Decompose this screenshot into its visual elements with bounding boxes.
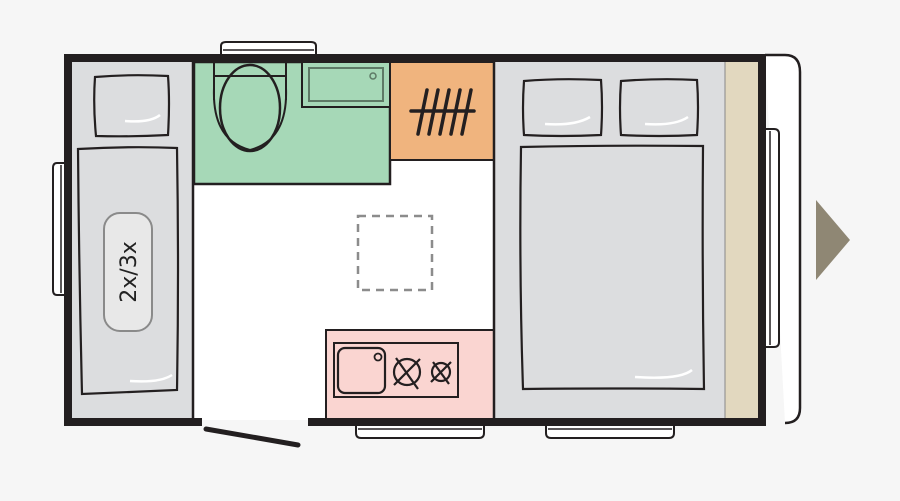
berth-count-badge: 2x/3x (103, 212, 153, 332)
direction-arrow-icon (816, 200, 850, 280)
pillow-icon (618, 78, 700, 138)
entrance-door[interactable] (203, 426, 301, 448)
burner-icon (430, 361, 452, 385)
skylight-icon (356, 214, 434, 292)
hanger-rail-icon (409, 88, 476, 136)
window-front (766, 128, 780, 348)
washbasin-icon (301, 61, 391, 108)
window-front-bed (545, 426, 675, 439)
window-kitchen (355, 426, 485, 439)
kitchen-counter (333, 342, 459, 398)
front-mattress (519, 144, 706, 391)
pillow-icon (93, 74, 171, 138)
kitchen (325, 329, 495, 421)
window-rear-top (220, 41, 317, 54)
pillow-icon (521, 78, 604, 138)
front-storage (725, 62, 758, 420)
outer-walls (64, 54, 766, 426)
berth-count-label: 2x/3x (117, 241, 142, 302)
sink-icon (336, 346, 387, 395)
toilet-icon (212, 62, 288, 153)
burner-icon (392, 357, 422, 390)
window-rear-left (52, 162, 64, 296)
